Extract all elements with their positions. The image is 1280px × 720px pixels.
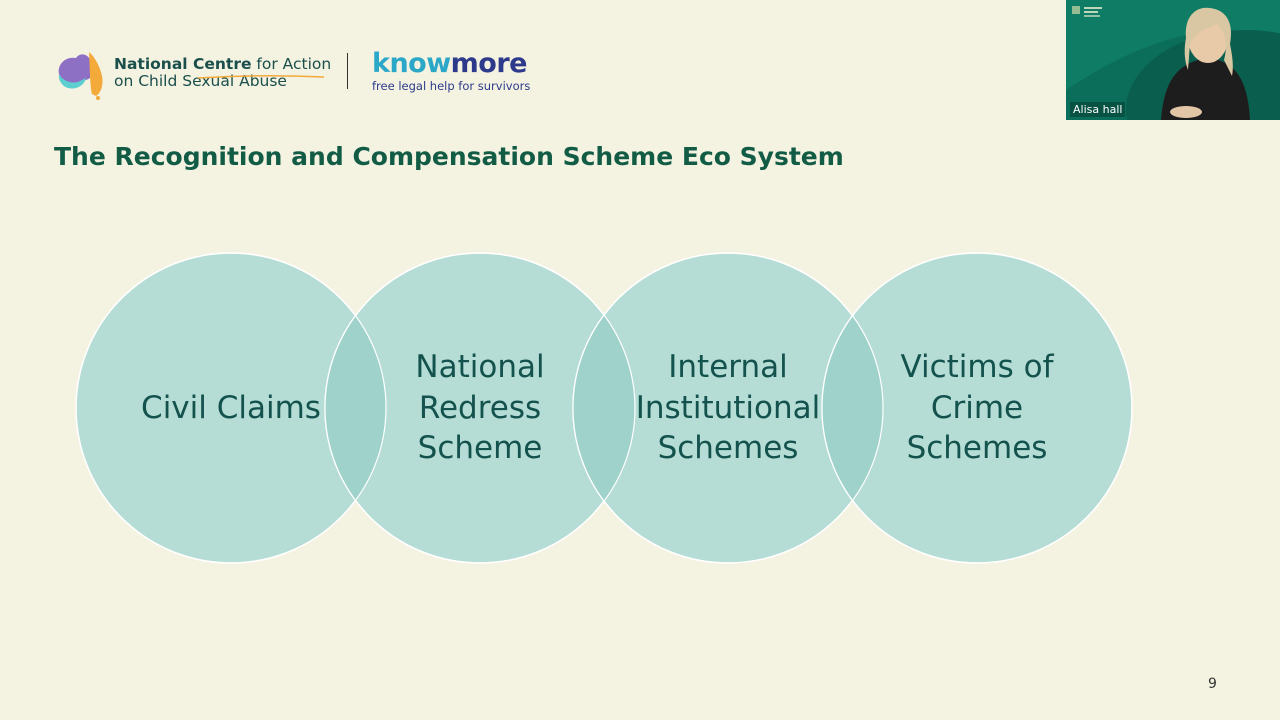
- knowmore-logo: knowmore free legal help for survivors: [372, 50, 531, 94]
- label-civil-claims: Civil Claims: [141, 390, 321, 426]
- australia-map-icon: [58, 52, 103, 100]
- label-national-redress: National Redress Scheme: [415, 349, 545, 466]
- knowmore-tagline: free legal help for survivors: [372, 79, 531, 93]
- participant-name-label: Alisa hall: [1070, 102, 1126, 117]
- label-victims-of-crime: Victims of Crime Schemes: [900, 349, 1054, 466]
- ncac-name-bold: National Centre: [114, 55, 252, 73]
- participant-video-feed: [1066, 0, 1280, 120]
- page-number: 9: [1208, 676, 1217, 692]
- label-internal-institutional: Internal Institutional Schemes: [635, 349, 821, 466]
- knowmore-wordmark: knowmore: [372, 50, 530, 78]
- knowmore-word-part1: know: [372, 48, 451, 79]
- knowmore-word-part2: more: [450, 48, 528, 79]
- participant-video-tile[interactable]: Alisa hall: [1066, 0, 1280, 120]
- slide-title: The Recognition and Compensation Scheme …: [54, 142, 844, 171]
- ncac-swoosh-icon: [197, 74, 325, 79]
- logo-divider: [347, 53, 348, 89]
- ncac-logo: National Centre for Action on Child Sexu…: [56, 46, 336, 102]
- ncac-name-rest: for Action: [251, 55, 332, 73]
